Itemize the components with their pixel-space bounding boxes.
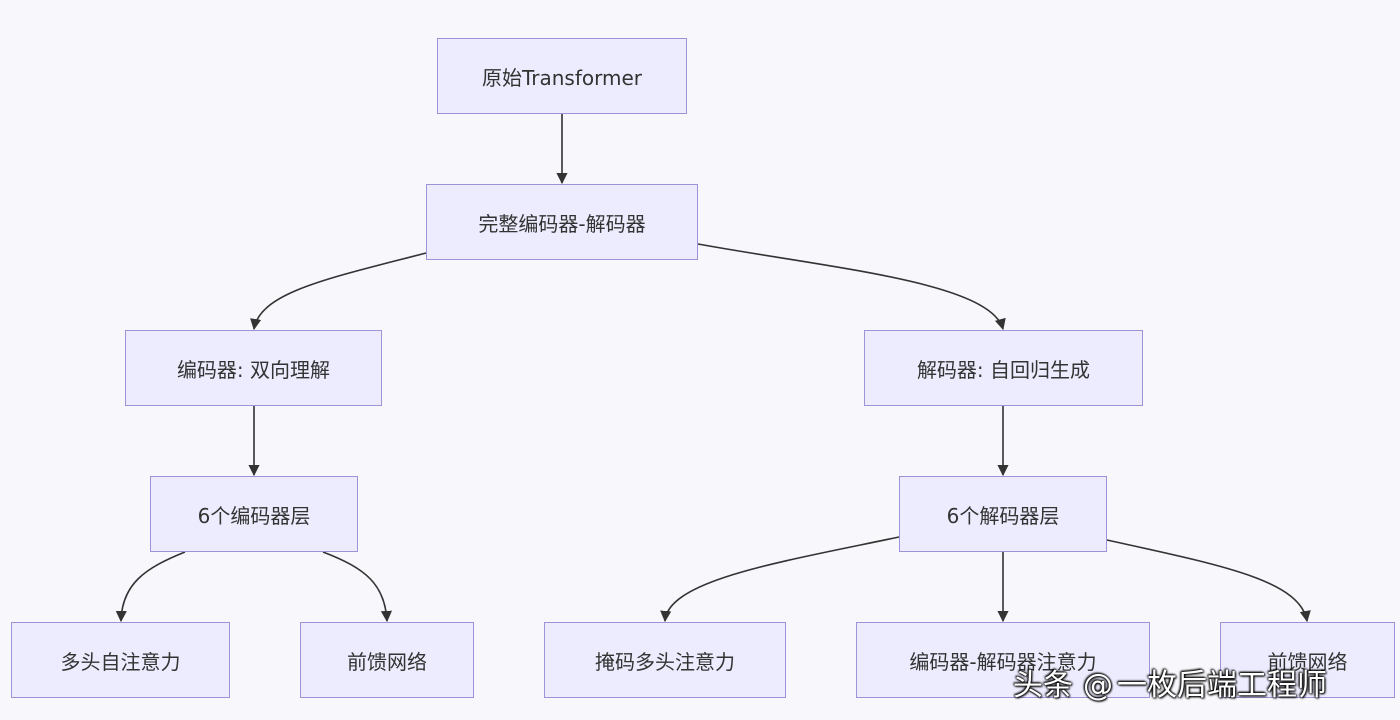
node-encoder-decoder-attention: 编码器-解码器注意力 [856,622,1150,698]
node-original-transformer: 原始Transformer [437,38,687,114]
node-encoder-layers: 6个编码器层 [150,476,358,552]
edge-enclayers-to-ffn [322,551,393,623]
watermark-author: 一枚后端工程师 [1117,668,1327,703]
node-decoder-ffn: 前馈网络 [1220,622,1395,698]
watermark: 头条 @一枚后端工程师 [1013,660,1327,704]
node-multihead-self-attention: 多头自注意力 [11,622,230,698]
edge-declayers-to-masked [660,536,900,623]
node-encoder: 编码器: 双向理解 [125,330,382,406]
watermark-at: @ [1083,668,1113,703]
node-masked-multihead-attention: 掩码多头注意力 [544,622,786,698]
edge-enclayers-to-mha [115,551,186,623]
node-full-encoder-decoder: 完整编码器-解码器 [426,184,698,260]
watermark-platform: 头条 [1013,668,1073,703]
node-decoder: 解码器: 自回归生成 [864,330,1143,406]
edge-full-to-decoder [697,243,1006,331]
node-encoder-ffn: 前馈网络 [300,622,474,698]
node-decoder-layers: 6个解码器层 [899,476,1107,552]
edge-full-to-encoder [250,252,427,331]
edge-declayers-to-ffn [1106,539,1311,623]
